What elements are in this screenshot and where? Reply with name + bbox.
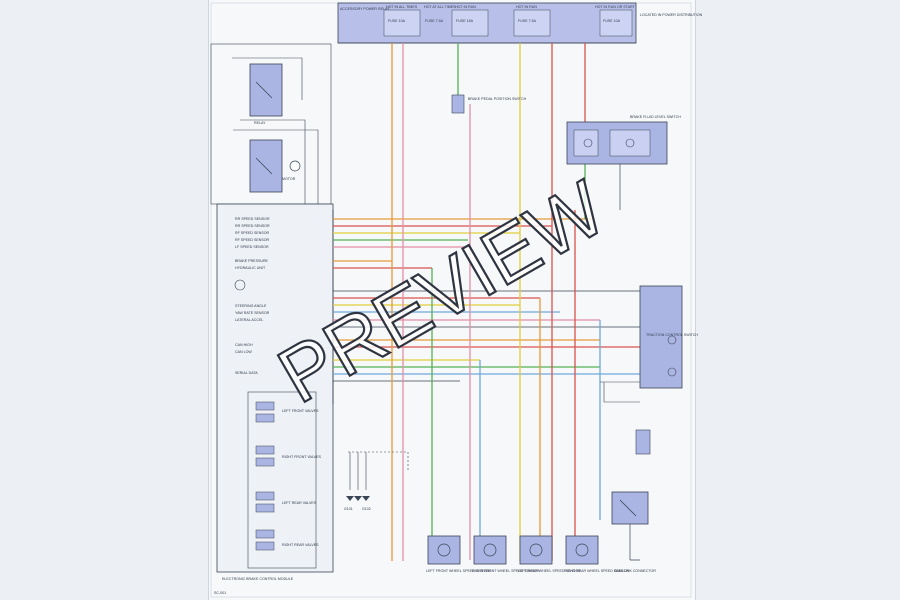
brake-pedal-switch: BRAKE PEDAL POSITION SWITCH bbox=[451, 94, 527, 114]
pin-label-7: HYDRAULIC UNIT bbox=[235, 266, 266, 270]
traction-control-module: TRACTION CONTROL SWITCH bbox=[600, 285, 698, 403]
top-note-left: ACCESSORY POWER RELAY bbox=[340, 7, 390, 11]
pin-label-10: LATERAL ACCEL bbox=[235, 318, 263, 322]
fuse-heading-4: HOT IN RUN bbox=[516, 5, 537, 9]
relay-label: RELAY bbox=[254, 121, 266, 125]
top-fuse-labels: HOT IN ALL TIMES FUSE 10A HOT AT ALL TIM… bbox=[386, 5, 636, 23]
wheel-sensors: LEFT FRONT WHEEL SPEED SENSOR RIGHT FRON… bbox=[426, 535, 630, 573]
switch-label-2: TRACTION CONTROL SWITCH bbox=[646, 333, 698, 337]
ground-label-2: G102 bbox=[362, 507, 371, 511]
wheel-sensor-3: LEFT REAR WHEEL SPEED SENSOR bbox=[518, 569, 581, 573]
pin-label-9: YAW RATE SENSOR bbox=[235, 311, 270, 315]
bottom-note: DATA LINK CONNECTOR bbox=[614, 569, 656, 573]
brake-control-module: ELECTRONIC BRAKE CONTROL MODULE LEFT FRO… bbox=[216, 203, 334, 581]
valve-group-4: RIGHT REAR VALVES bbox=[282, 543, 319, 547]
power-distribution-box bbox=[337, 2, 637, 44]
horizontal-wires bbox=[333, 218, 640, 382]
fuse-heading-1: HOT IN ALL TIMES bbox=[386, 5, 418, 9]
vertical-wires bbox=[391, 43, 621, 561]
right-note: BRAKE FLUID LEVEL SWITCH bbox=[630, 115, 681, 119]
right-upper-module: BRAKE FLUID LEVEL SWITCH bbox=[566, 115, 681, 165]
module-title: ELECTRONIC BRAKE CONTROL MODULE bbox=[222, 577, 294, 581]
bottom-right-module: DATA LINK CONNECTOR bbox=[611, 429, 656, 573]
fuse-text-2: FUSE 7.5A bbox=[425, 19, 444, 23]
fuse-heading-2: HOT AT ALL TIMES bbox=[424, 5, 456, 9]
ground-label-1: G101 bbox=[344, 507, 353, 511]
valve-group-1: LEFT FRONT VALVES bbox=[282, 409, 319, 413]
pin-label-4: RF SPEED SENSOR bbox=[235, 238, 270, 242]
valve-group-2: RIGHT FRONT VALVES bbox=[282, 455, 321, 459]
pin-label-12: CAN LOW bbox=[235, 350, 252, 354]
pin-label-1: RR SPEED SENSOR bbox=[235, 217, 270, 221]
switch-label-1: BRAKE PEDAL POSITION SWITCH bbox=[468, 97, 527, 101]
fuse-text-5: FUSE 10A bbox=[603, 19, 621, 23]
wheel-sensor-1: LEFT FRONT WHEEL SPEED SENSOR bbox=[426, 569, 491, 573]
fuse-text-4: FUSE 7.5A bbox=[518, 19, 537, 23]
pin-label-2: RR SPEED SENSOR bbox=[235, 224, 270, 228]
fuse-text-3: FUSE 15A bbox=[456, 19, 474, 23]
module-pin-labels: RR SPEED SENSOR RR SPEED SENSOR RF SPEED… bbox=[235, 217, 270, 375]
pin-label-3: RF SPEED SENSOR bbox=[235, 231, 270, 235]
ground-section: G101 G102 bbox=[344, 451, 409, 511]
relay-section: RELAY MOTOR bbox=[210, 43, 332, 220]
pin-label-13: SERIAL DATA bbox=[235, 371, 258, 375]
page-number: SC-001 bbox=[214, 591, 226, 595]
pin-label-6: BRAKE PRESSURE bbox=[235, 259, 269, 263]
motor-label: MOTOR bbox=[282, 177, 296, 181]
fuse-heading-3: HOT IN RUN bbox=[455, 5, 476, 9]
wheel-sensor-2: RIGHT FRONT WHEEL SPEED SENSOR bbox=[472, 569, 540, 573]
wheel-sensor-4: RIGHT REAR WHEEL SPEED SENSOR bbox=[564, 569, 630, 573]
pin-label-8: STEERING ANGLE bbox=[235, 304, 267, 308]
fuse-heading-5: HOT IN RUN OR START bbox=[595, 5, 636, 9]
fuse-text-1: FUSE 10A bbox=[388, 19, 406, 23]
valve-group-3: LEFT REAR VALVES bbox=[282, 501, 317, 505]
pin-label-11: CAN HIGH bbox=[235, 343, 253, 347]
pin-label-5: LF SPEED SENSOR bbox=[235, 245, 269, 249]
top-note-right: LOCATED IN POWER DISTRIBUTION bbox=[640, 13, 703, 17]
